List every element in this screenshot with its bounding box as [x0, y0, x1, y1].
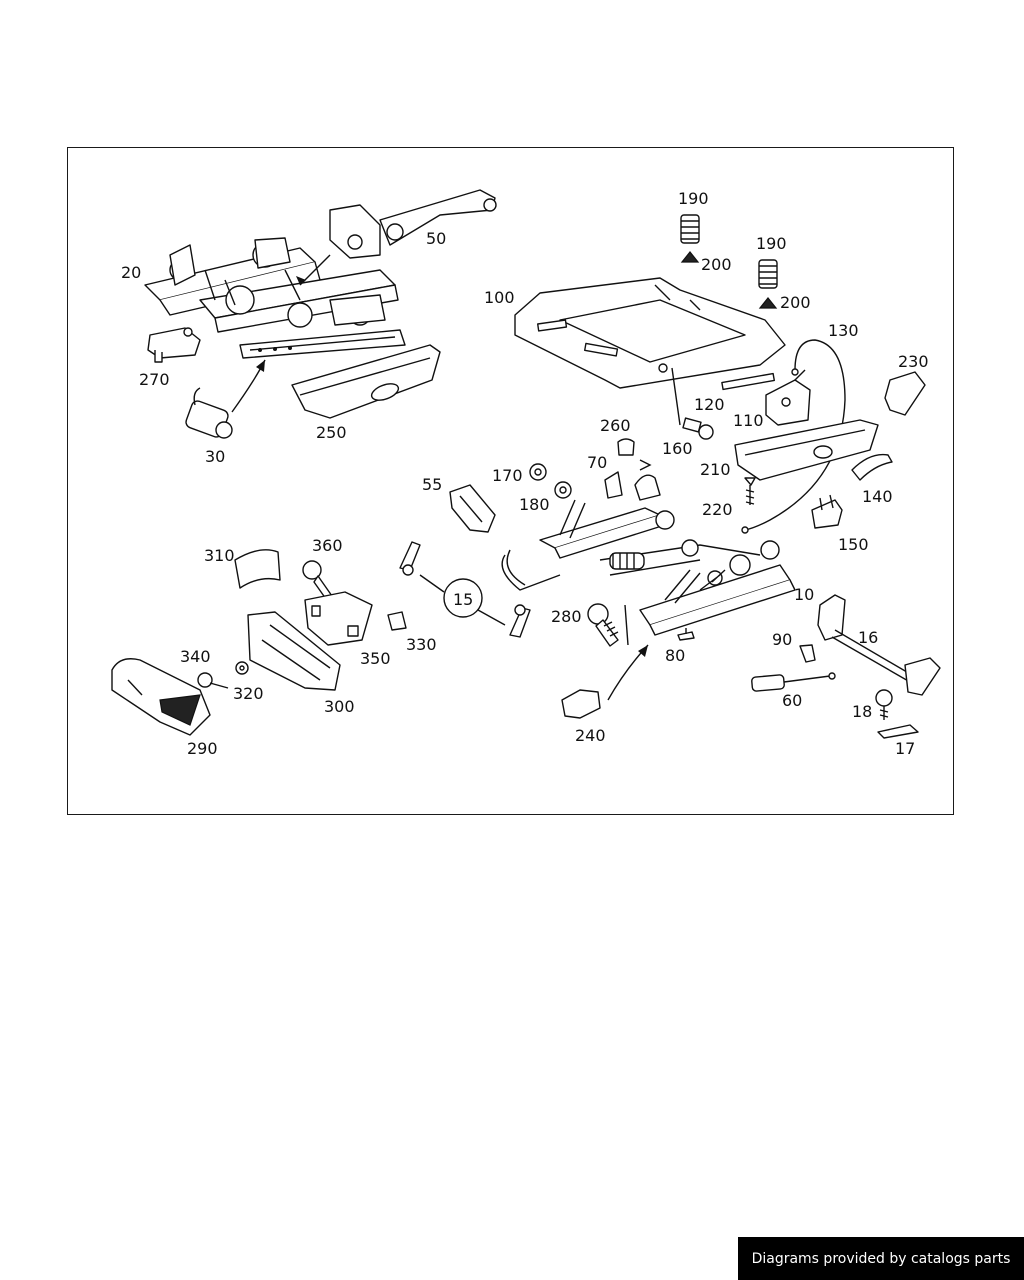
part-label-300: 300	[324, 697, 355, 716]
part-label-250: 250	[316, 423, 347, 442]
part-label-180: 180	[519, 495, 550, 514]
part-label-130: 130	[828, 321, 859, 340]
part-label-55: 55	[422, 475, 442, 494]
side-cover-250	[291, 344, 441, 419]
cover-300	[247, 611, 341, 691]
side-trim-210	[734, 419, 879, 481]
part-label-16: 16	[858, 628, 878, 647]
part-label-260: 260	[600, 416, 631, 435]
screw-18	[875, 689, 893, 720]
screw-360	[302, 560, 333, 600]
seat-base-assembly-10	[501, 499, 796, 636]
part-label-190-b: 190	[756, 234, 787, 253]
part-label-170: 170	[492, 466, 523, 485]
bracket-270	[147, 327, 201, 363]
part-label-230: 230	[898, 352, 929, 371]
cable-130	[741, 339, 846, 534]
part-label-320: 320	[233, 684, 264, 703]
part-label-150: 150	[838, 535, 869, 554]
part-label-240: 240	[575, 726, 606, 745]
part-label-160: 160	[662, 439, 693, 458]
shaft-16	[817, 594, 941, 696]
part-label-340: 340	[180, 647, 211, 666]
part-label-50: 50	[426, 229, 446, 248]
screw-340	[197, 672, 229, 689]
seat-pan-frame-100	[514, 277, 786, 389]
seat-frame-assembly-20	[144, 237, 406, 359]
callout-15	[419, 574, 506, 626]
part-label-15: 15	[453, 590, 473, 609]
motor-30	[185, 359, 266, 439]
part-label-210: 210	[700, 460, 731, 479]
diagram-frame	[67, 147, 954, 815]
link-15-a	[399, 541, 421, 576]
cover-230	[884, 371, 926, 416]
part-label-80: 80	[665, 646, 685, 665]
credit-banner: Diagrams provided by catalogs parts	[738, 1237, 1024, 1280]
bolt-280	[587, 603, 629, 647]
spring-190-a	[680, 214, 700, 263]
bracket-50	[329, 189, 497, 259]
cover-290	[111, 658, 211, 736]
part-label-10: 10	[794, 585, 814, 604]
part-label-120: 120	[694, 395, 725, 414]
nut-180	[554, 481, 572, 499]
part-label-17: 17	[895, 739, 915, 758]
nut-170	[529, 463, 547, 481]
clip-70	[604, 471, 661, 501]
gas-strut-60	[751, 672, 836, 692]
part-label-280: 280	[551, 607, 582, 626]
part-label-100: 100	[484, 288, 515, 307]
washer-320	[235, 661, 249, 675]
knob-140	[851, 453, 893, 481]
clip-80	[677, 628, 695, 641]
spring-190-b	[758, 259, 778, 309]
part-label-60: 60	[782, 691, 802, 710]
part-label-330: 330	[406, 635, 437, 654]
part-label-90: 90	[772, 630, 792, 649]
trim-310	[234, 549, 281, 589]
clip-330	[387, 611, 407, 631]
part-label-290: 290	[187, 739, 218, 758]
part-label-360: 360	[312, 536, 343, 555]
part-label-70: 70	[587, 453, 607, 472]
plate-17	[877, 724, 919, 739]
part-label-140: 140	[862, 487, 893, 506]
screw-160	[671, 367, 714, 440]
clip-150	[811, 494, 843, 529]
bracket-110	[765, 369, 811, 426]
part-label-20: 20	[121, 263, 141, 282]
screw-220	[744, 477, 756, 505]
pin-90	[799, 644, 816, 663]
link-15-b	[509, 604, 531, 638]
lever-55	[449, 484, 496, 533]
plug-260	[617, 438, 652, 471]
bracket-350	[304, 591, 373, 646]
part-label-310: 310	[204, 546, 235, 565]
part-label-200-b: 200	[780, 293, 811, 312]
part-label-350: 350	[360, 649, 391, 668]
strip-120	[721, 372, 775, 391]
part-label-220: 220	[702, 500, 733, 519]
part-label-30: 30	[205, 447, 225, 466]
part-label-110: 110	[733, 411, 764, 430]
part-label-190-a: 190	[678, 189, 709, 208]
part-label-270: 270	[139, 370, 170, 389]
cap-240	[561, 644, 649, 719]
part-label-200-a: 200	[701, 255, 732, 274]
part-label-18: 18	[852, 702, 872, 721]
